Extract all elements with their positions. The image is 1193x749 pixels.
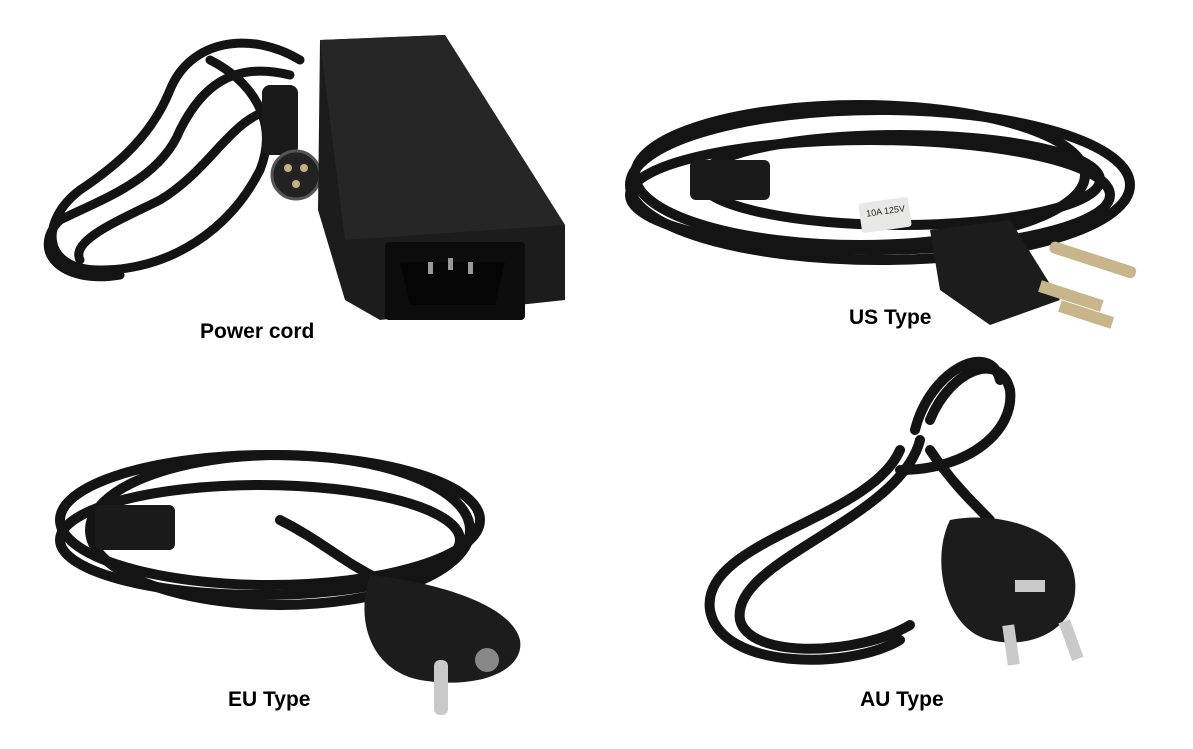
power-cord-label: Power cord [200, 320, 315, 343]
us-type-cord-image [625, 100, 1137, 329]
au-type-label: AU Type [860, 688, 944, 711]
au-type-cord-image [704, 356, 1084, 666]
us-type-label: US Type [849, 306, 932, 329]
eu-type-label: EU Type [228, 688, 311, 711]
power-adapter-image [43, 35, 565, 320]
eu-type-cord-image [55, 450, 521, 715]
